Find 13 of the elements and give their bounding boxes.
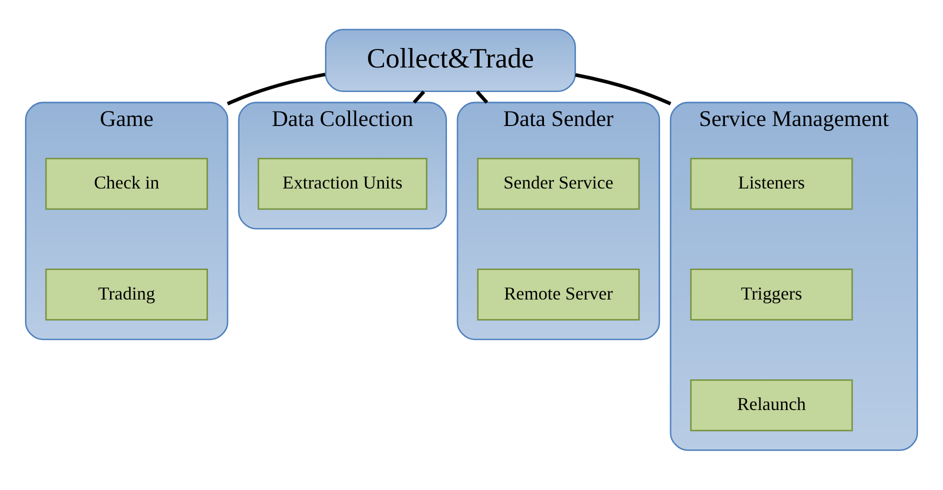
connector [575,72,672,105]
node-box: Relaunch [690,378,853,431]
node-box: Check in [45,157,208,210]
node-box: Extraction Units [258,157,428,210]
node-box: Triggers [690,268,853,320]
connector [226,72,326,105]
connector [412,90,426,104]
node-box: Listeners [690,157,853,210]
node-box: Collect&Trade [325,28,576,92]
node-box: Trading [45,268,208,320]
node-box: Remote Server [477,268,640,320]
node-box: Sender Service [477,157,640,210]
connector [476,90,488,104]
